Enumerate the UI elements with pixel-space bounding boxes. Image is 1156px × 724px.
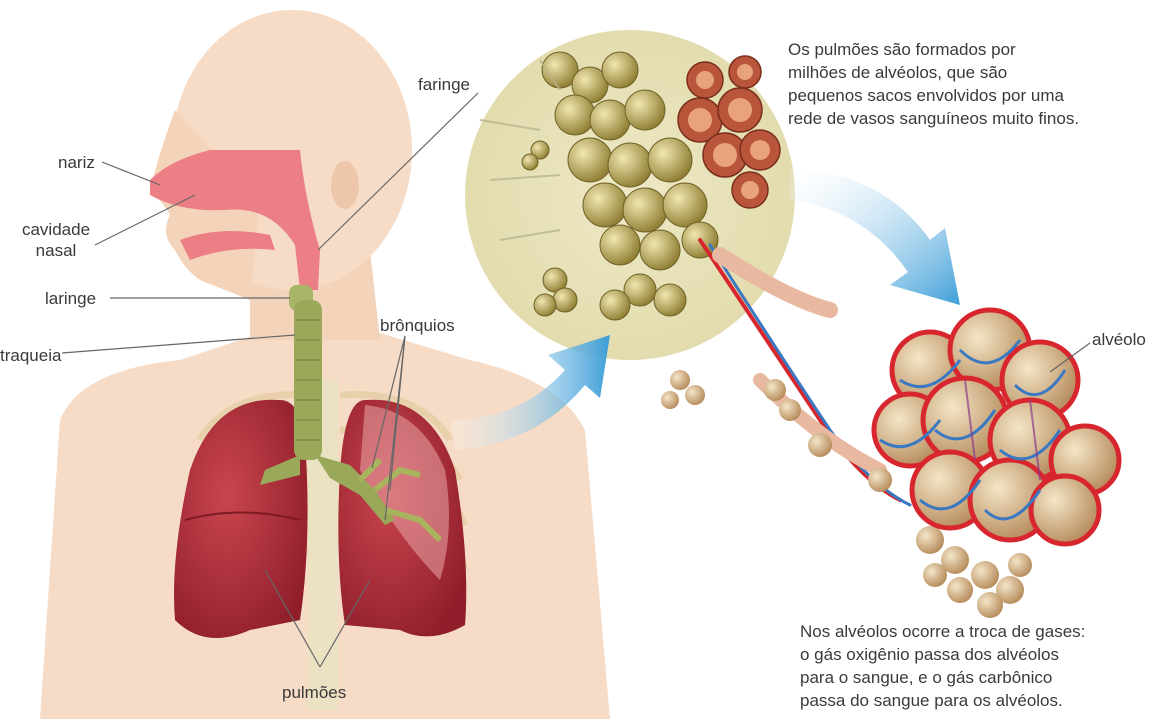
label-nariz: nariz <box>58 152 95 173</box>
label-laringe: laringe <box>45 288 96 309</box>
text-top-line: Os pulmões são formados por <box>788 38 1079 61</box>
label-bronquios: brônquios <box>380 315 455 336</box>
alveolus-cluster <box>874 310 1119 544</box>
text-bottom-line: passa do sangue para os alvéolos. <box>800 689 1085 712</box>
arrow-to-alveolus <box>790 170 960 305</box>
label-alveolo: alvéolo <box>1092 329 1146 350</box>
label-pulmoes: pulmões <box>282 682 346 703</box>
text-bottom-line: para o sangue, e o gás carbônico <box>800 666 1085 689</box>
text-top-line: rede de vasos sanguíneos muito finos. <box>788 107 1079 130</box>
text-bottom-line: Nos alvéolos ocorre a troca de gases: <box>800 620 1085 643</box>
label-traqueia: traqueia <box>0 345 61 366</box>
text-top-line: milhões de alvéolos, que são <box>788 61 1079 84</box>
text-troca-de-gases: Nos alvéolos ocorre a troca de gases: o … <box>800 620 1085 712</box>
text-top-line: pequenos sacos envolvidos por uma <box>788 84 1079 107</box>
text-bottom-line: o gás oxigênio passa dos alvéolos <box>800 643 1085 666</box>
label-cavidade-nasal: cavidade nasal <box>10 219 102 261</box>
label-cavidade-line2: nasal <box>10 240 102 261</box>
label-cavidade-line1: cavidade <box>10 219 102 240</box>
label-faringe: faringe <box>418 74 470 95</box>
blood-vessels <box>700 240 910 505</box>
text-pulmoes-formados: Os pulmões são formados por milhões de a… <box>788 38 1079 130</box>
